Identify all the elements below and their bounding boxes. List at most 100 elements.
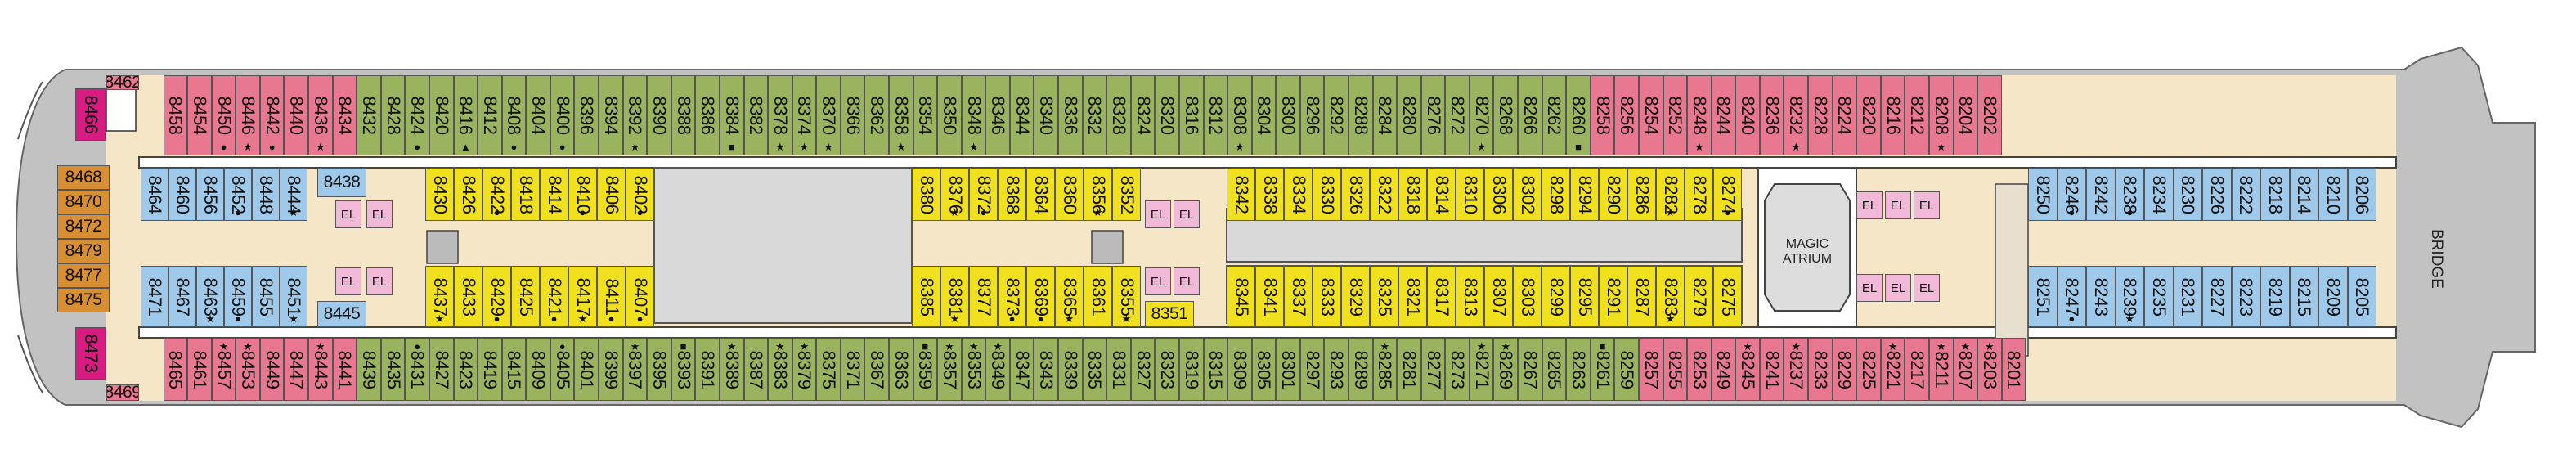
cabin-8375[interactable]: 8375 xyxy=(816,338,841,401)
cabin-8260[interactable]: 8260■ xyxy=(1566,75,1591,155)
cabin-8249[interactable]: 8249 xyxy=(1711,338,1736,401)
cabin-8385[interactable]: 8385 xyxy=(912,266,940,327)
cabin-8337[interactable]: 8337 xyxy=(1284,266,1313,327)
cabin-8395[interactable]: 8395 xyxy=(647,338,671,401)
cabin-8455[interactable]: 8455 xyxy=(252,266,280,327)
cabin-8421[interactable]: 8421● xyxy=(540,266,568,327)
cabin-8310[interactable]: 8310 xyxy=(1456,168,1484,221)
cabin-8222[interactable]: 8222 xyxy=(2231,168,2260,221)
cabin-8446[interactable]: 8446★ xyxy=(236,75,260,155)
cabin-8431[interactable]: 8431● xyxy=(405,338,429,401)
cabin-8447[interactable]: 8447 xyxy=(284,338,309,401)
cabin-8273[interactable]: 8273 xyxy=(1445,338,1470,401)
cabin-8235[interactable]: 8235 xyxy=(2144,266,2174,327)
cabin-8256[interactable]: 8256 xyxy=(1614,75,1639,155)
cabin-8300[interactable]: 8300 xyxy=(1276,75,1300,155)
cabin-8241[interactable]: 8241 xyxy=(1759,338,1784,401)
cabin-8207[interactable]: 8207★ xyxy=(1953,338,1978,401)
cabin-8336[interactable]: 8336 xyxy=(1058,75,1083,155)
cabin-8364[interactable]: 8364 xyxy=(1026,168,1055,221)
cabin-8359[interactable]: 8359■ xyxy=(913,338,938,401)
cabin-8244[interactable]: 8244 xyxy=(1711,75,1736,155)
cabin-8454[interactable]: 8454 xyxy=(187,75,212,155)
cabin-8370[interactable]: 8370★ xyxy=(816,75,841,155)
cabin-8257[interactable]: 8257 xyxy=(1638,338,1663,401)
cabin-8368[interactable]: 8368 xyxy=(998,168,1026,221)
cabin-8369[interactable]: 8369● xyxy=(1026,266,1055,327)
cabin-8423[interactable]: 8423 xyxy=(453,338,478,401)
cabin-8313[interactable]: 8313 xyxy=(1456,266,1484,327)
cabin-8261[interactable]: 8261■ xyxy=(1590,338,1615,401)
cabin-8292[interactable]: 8292 xyxy=(1324,75,1349,155)
cabin-8293[interactable]: 8293 xyxy=(1324,338,1349,401)
cabin-8457[interactable]: 8457★ xyxy=(211,338,236,401)
cabin-8242[interactable]: 8242 xyxy=(2086,168,2116,221)
cabin-8357[interactable]: 8357★ xyxy=(937,338,962,401)
cabin-8269[interactable]: 8269★ xyxy=(1493,338,1519,401)
cabin-8202[interactable]: 8202 xyxy=(1977,75,2002,155)
cabin-8351[interactable]: 8351 xyxy=(1145,301,1194,327)
cabin-8218[interactable]: 8218 xyxy=(2260,168,2290,221)
cabin-8245[interactable]: 8245★ xyxy=(1735,338,1760,401)
cabin-8270[interactable]: 8270★ xyxy=(1469,75,1494,155)
cabin-8316[interactable]: 8316 xyxy=(1178,75,1204,155)
cabin-8248[interactable]: 8248★ xyxy=(1687,75,1712,155)
cabin-8430[interactable]: 8430 xyxy=(425,168,454,221)
cabin-8268[interactable]: 8268 xyxy=(1493,75,1519,155)
cabin-8422[interactable]: 8422● xyxy=(482,168,511,221)
cabin-8266[interactable]: 8266 xyxy=(1518,75,1542,155)
cabin-8467[interactable]: 8467 xyxy=(168,266,196,327)
cabin-8247[interactable]: 8247● xyxy=(2057,266,2086,327)
cabin-8288[interactable]: 8288 xyxy=(1349,75,1373,155)
cabin-8406[interactable]: 8406 xyxy=(597,168,626,221)
cabin-8411[interactable]: 8411● xyxy=(597,266,626,327)
cabin-8286[interactable]: 8286 xyxy=(1627,168,1656,221)
cabin-8366[interactable]: 8366 xyxy=(840,75,865,155)
cabin-8224[interactable]: 8224 xyxy=(1832,75,1857,155)
cabin-8360[interactable]: 8360 xyxy=(1055,168,1084,221)
cabin-8303[interactable]: 8303 xyxy=(1513,266,1542,327)
cabin-8220[interactable]: 8220 xyxy=(1856,75,1881,155)
cabin-8437[interactable]: 8437★ xyxy=(425,266,454,327)
cabin-8306[interactable]: 8306 xyxy=(1484,168,1513,221)
cabin-8405[interactable]: 8405● xyxy=(550,338,575,401)
cabin-8217[interactable]: 8217 xyxy=(1905,338,1929,401)
cabin-8348[interactable]: 8348★ xyxy=(961,75,986,155)
cabin-8319[interactable]: 8319 xyxy=(1178,338,1204,401)
cabin-8470[interactable]: 8470 xyxy=(57,190,110,214)
cabin-8239[interactable]: 8239★ xyxy=(2115,266,2144,327)
cabin-8346[interactable]: 8346 xyxy=(985,75,1010,155)
cabin-8404[interactable]: 8404 xyxy=(526,75,550,155)
cabin-8212[interactable]: 8212 xyxy=(1905,75,1929,155)
cabin-8335[interactable]: 8335 xyxy=(1082,338,1107,401)
cabin-8399[interactable]: 8399 xyxy=(599,338,623,401)
cabin-8363[interactable]: 8363 xyxy=(888,338,913,401)
cabin-8473[interactable]: 8473 xyxy=(75,327,106,380)
cabin-8415[interactable]: 8415 xyxy=(501,338,527,401)
cabin-8259[interactable]: 8259 xyxy=(1614,338,1639,401)
cabin-8290[interactable]: 8290 xyxy=(1599,168,1627,221)
cabin-8469[interactable]: 8469 xyxy=(106,384,139,401)
cabin-8433[interactable]: 8433 xyxy=(454,266,482,327)
cabin-8230[interactable]: 8230 xyxy=(2173,168,2202,221)
cabin-8274[interactable]: 8274● xyxy=(1713,168,1742,221)
cabin-8392[interactable]: 8392★ xyxy=(622,75,648,155)
cabin-8424[interactable]: 8424● xyxy=(405,75,429,155)
cabin-8339[interactable]: 8339 xyxy=(1058,338,1083,401)
cabin-8401[interactable]: 8401 xyxy=(574,338,599,401)
cabin-8275[interactable]: 8275 xyxy=(1713,266,1742,327)
cabin-8439[interactable]: 8439 xyxy=(357,338,381,401)
cabin-8434[interactable]: 8434 xyxy=(332,75,357,155)
cabin-8450[interactable]: 8450● xyxy=(211,75,236,155)
cabin-8298[interactable]: 8298 xyxy=(1542,168,1570,221)
cabin-8468[interactable]: 8468 xyxy=(57,165,110,190)
cabin-8205[interactable]: 8205 xyxy=(2347,266,2376,327)
cabin-8216[interactable]: 8216 xyxy=(1880,75,1905,155)
cabin-8325[interactable]: 8325 xyxy=(1370,266,1398,327)
cabin-8353[interactable]: 8353★ xyxy=(961,338,986,401)
cabin-8420[interactable]: 8420 xyxy=(429,75,454,155)
cabin-8289[interactable]: 8289 xyxy=(1349,338,1373,401)
cabin-8393[interactable]: 8393■ xyxy=(671,338,696,401)
cabin-8204[interactable]: 8204 xyxy=(1953,75,1978,155)
cabin-8372[interactable]: 8372● xyxy=(969,168,998,221)
